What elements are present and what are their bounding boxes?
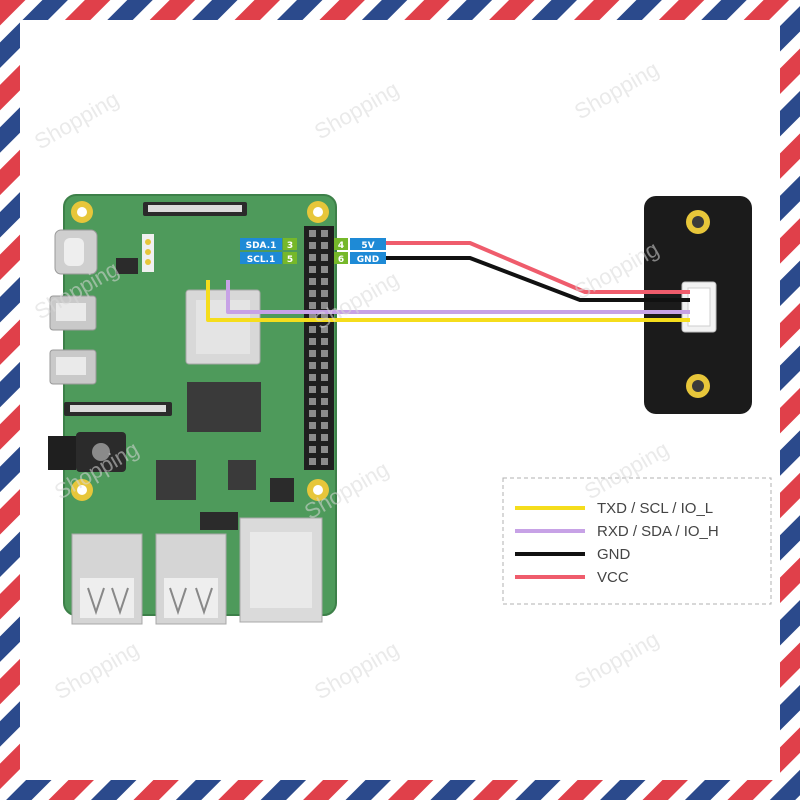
pin-num-5: 5: [287, 255, 293, 265]
gpio-pin: [309, 326, 316, 333]
gpio-pin: [321, 254, 328, 261]
gpio-pin: [309, 374, 316, 381]
gpio-pin: [309, 362, 316, 369]
gpio-pin: [309, 446, 316, 453]
raspberry-pi-board: [48, 194, 337, 625]
gpio-header: [304, 226, 334, 470]
legend-label: GND: [597, 546, 631, 563]
gpio-pin: [309, 230, 316, 237]
gpio-pin: [321, 278, 328, 285]
gpio-pin: [321, 302, 328, 309]
pin-label-5v: 5V: [361, 241, 374, 251]
gpio-pin: [321, 458, 328, 465]
gpio-pin: [321, 230, 328, 237]
pin-num-6: 6: [338, 255, 344, 265]
pin-num-3: 3: [287, 241, 293, 251]
gpio-pin: [321, 350, 328, 357]
gpio-pin: [321, 374, 328, 381]
gpio-pin: [321, 326, 328, 333]
audio-jack-icon: [48, 436, 76, 470]
gpio-pin: [321, 314, 328, 321]
wires: [206, 241, 690, 322]
gpio-pin: [309, 410, 316, 417]
legend-label: TXD / SCL / IO_L: [597, 500, 713, 517]
pin-labels: SDA.1 3 SCL.1 5 4 5V 6 GND: [240, 238, 386, 265]
gpio-pin: [321, 266, 328, 273]
gpio-pin: [309, 398, 316, 405]
pin-label-sda: SDA.1: [246, 241, 277, 251]
usb-port-icon: [71, 533, 143, 625]
usb-port-icon: [155, 533, 227, 625]
sensor-module: [644, 196, 752, 414]
gpio-pin: [321, 242, 328, 249]
gpio-pin: [309, 350, 316, 357]
gpio-pin: [321, 338, 328, 345]
gpio-pin: [321, 290, 328, 297]
gpio-pin: [309, 290, 316, 297]
gpio-pin: [309, 422, 316, 429]
wire-black: [358, 256, 690, 302]
gpio-pin: [321, 386, 328, 393]
gpio-pin: [309, 314, 316, 321]
gpio-pin: [321, 422, 328, 429]
legend-label: RXD / SDA / IO_H: [597, 523, 719, 540]
gpio-pin: [321, 398, 328, 405]
legend: TXD / SCL / IO_L RXD / SDA / IO_H GND VCC: [502, 477, 772, 605]
gpio-pin: [321, 362, 328, 369]
gpio-pin: [309, 302, 316, 309]
gpio-pin: [321, 410, 328, 417]
pin-label-gnd: GND: [357, 255, 379, 265]
gpio-pin: [309, 338, 316, 345]
gpio-pin: [309, 266, 316, 273]
gpio-pin: [321, 434, 328, 441]
gpio-pin: [309, 386, 316, 393]
ram-chip: [187, 382, 261, 432]
ethernet-port-icon: [239, 517, 323, 623]
pin-label-scl: SCL.1: [247, 255, 276, 265]
gpio-pin: [309, 434, 316, 441]
pin-num-4: 4: [338, 241, 344, 251]
gpio-pin: [321, 446, 328, 453]
wire-yellow: [206, 280, 690, 322]
wire-red: [358, 241, 690, 294]
gpio-pin: [309, 458, 316, 465]
legend-label: VCC: [597, 569, 629, 586]
gpio-pin: [309, 278, 316, 285]
gpio-pin: [309, 254, 316, 261]
gpio-pin: [309, 242, 316, 249]
wire-purple: [226, 280, 690, 314]
